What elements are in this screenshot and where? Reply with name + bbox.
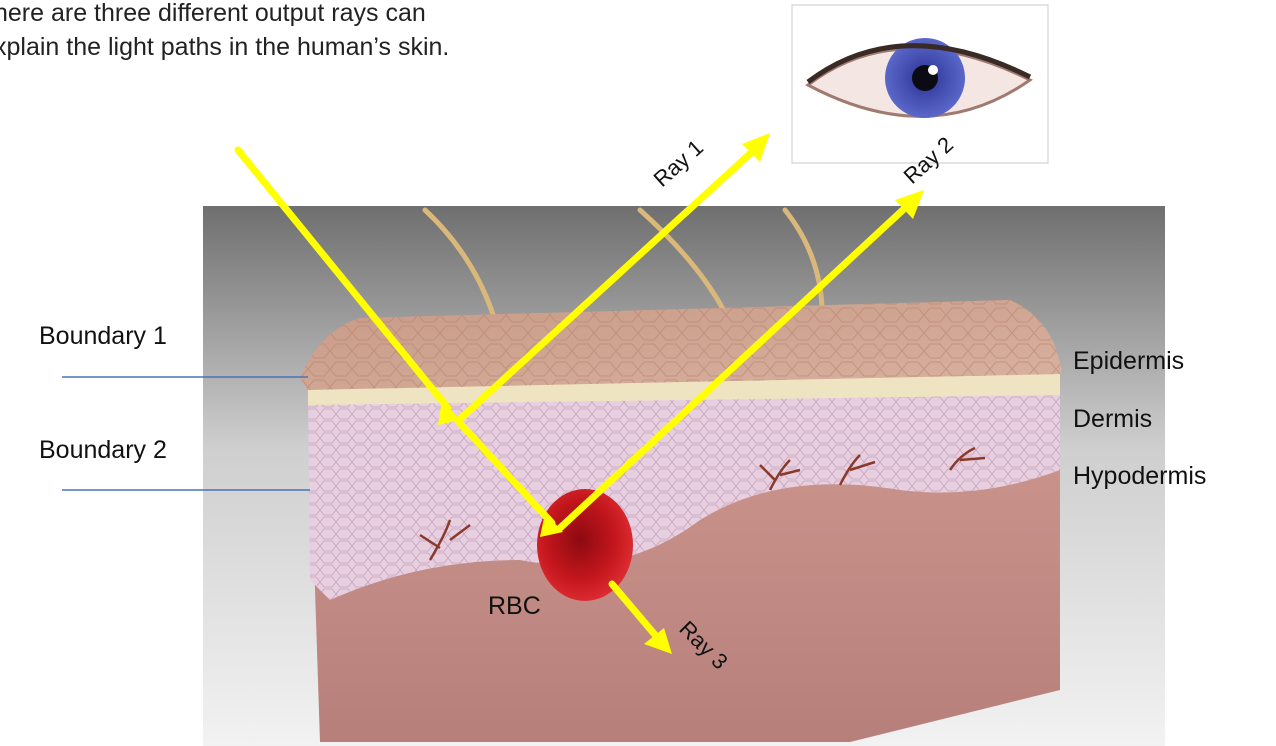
rbc-label: RBC [488,592,541,621]
caption-line-2: xplain the light paths in the human’s sk… [0,30,554,64]
eye-image [792,5,1048,163]
caption: here are three different output rays can… [0,0,554,64]
boundary-1-label: Boundary 1 [39,322,167,351]
caption-line-1: here are three different output rays can [0,0,554,30]
hypodermis-label: Hypodermis [1073,462,1206,491]
epidermis-label: Epidermis [1073,347,1184,376]
boundary-2-label: Boundary 2 [39,436,167,465]
ray-1-label: Ray 1 [649,135,708,192]
dermis-label: Dermis [1073,405,1152,434]
